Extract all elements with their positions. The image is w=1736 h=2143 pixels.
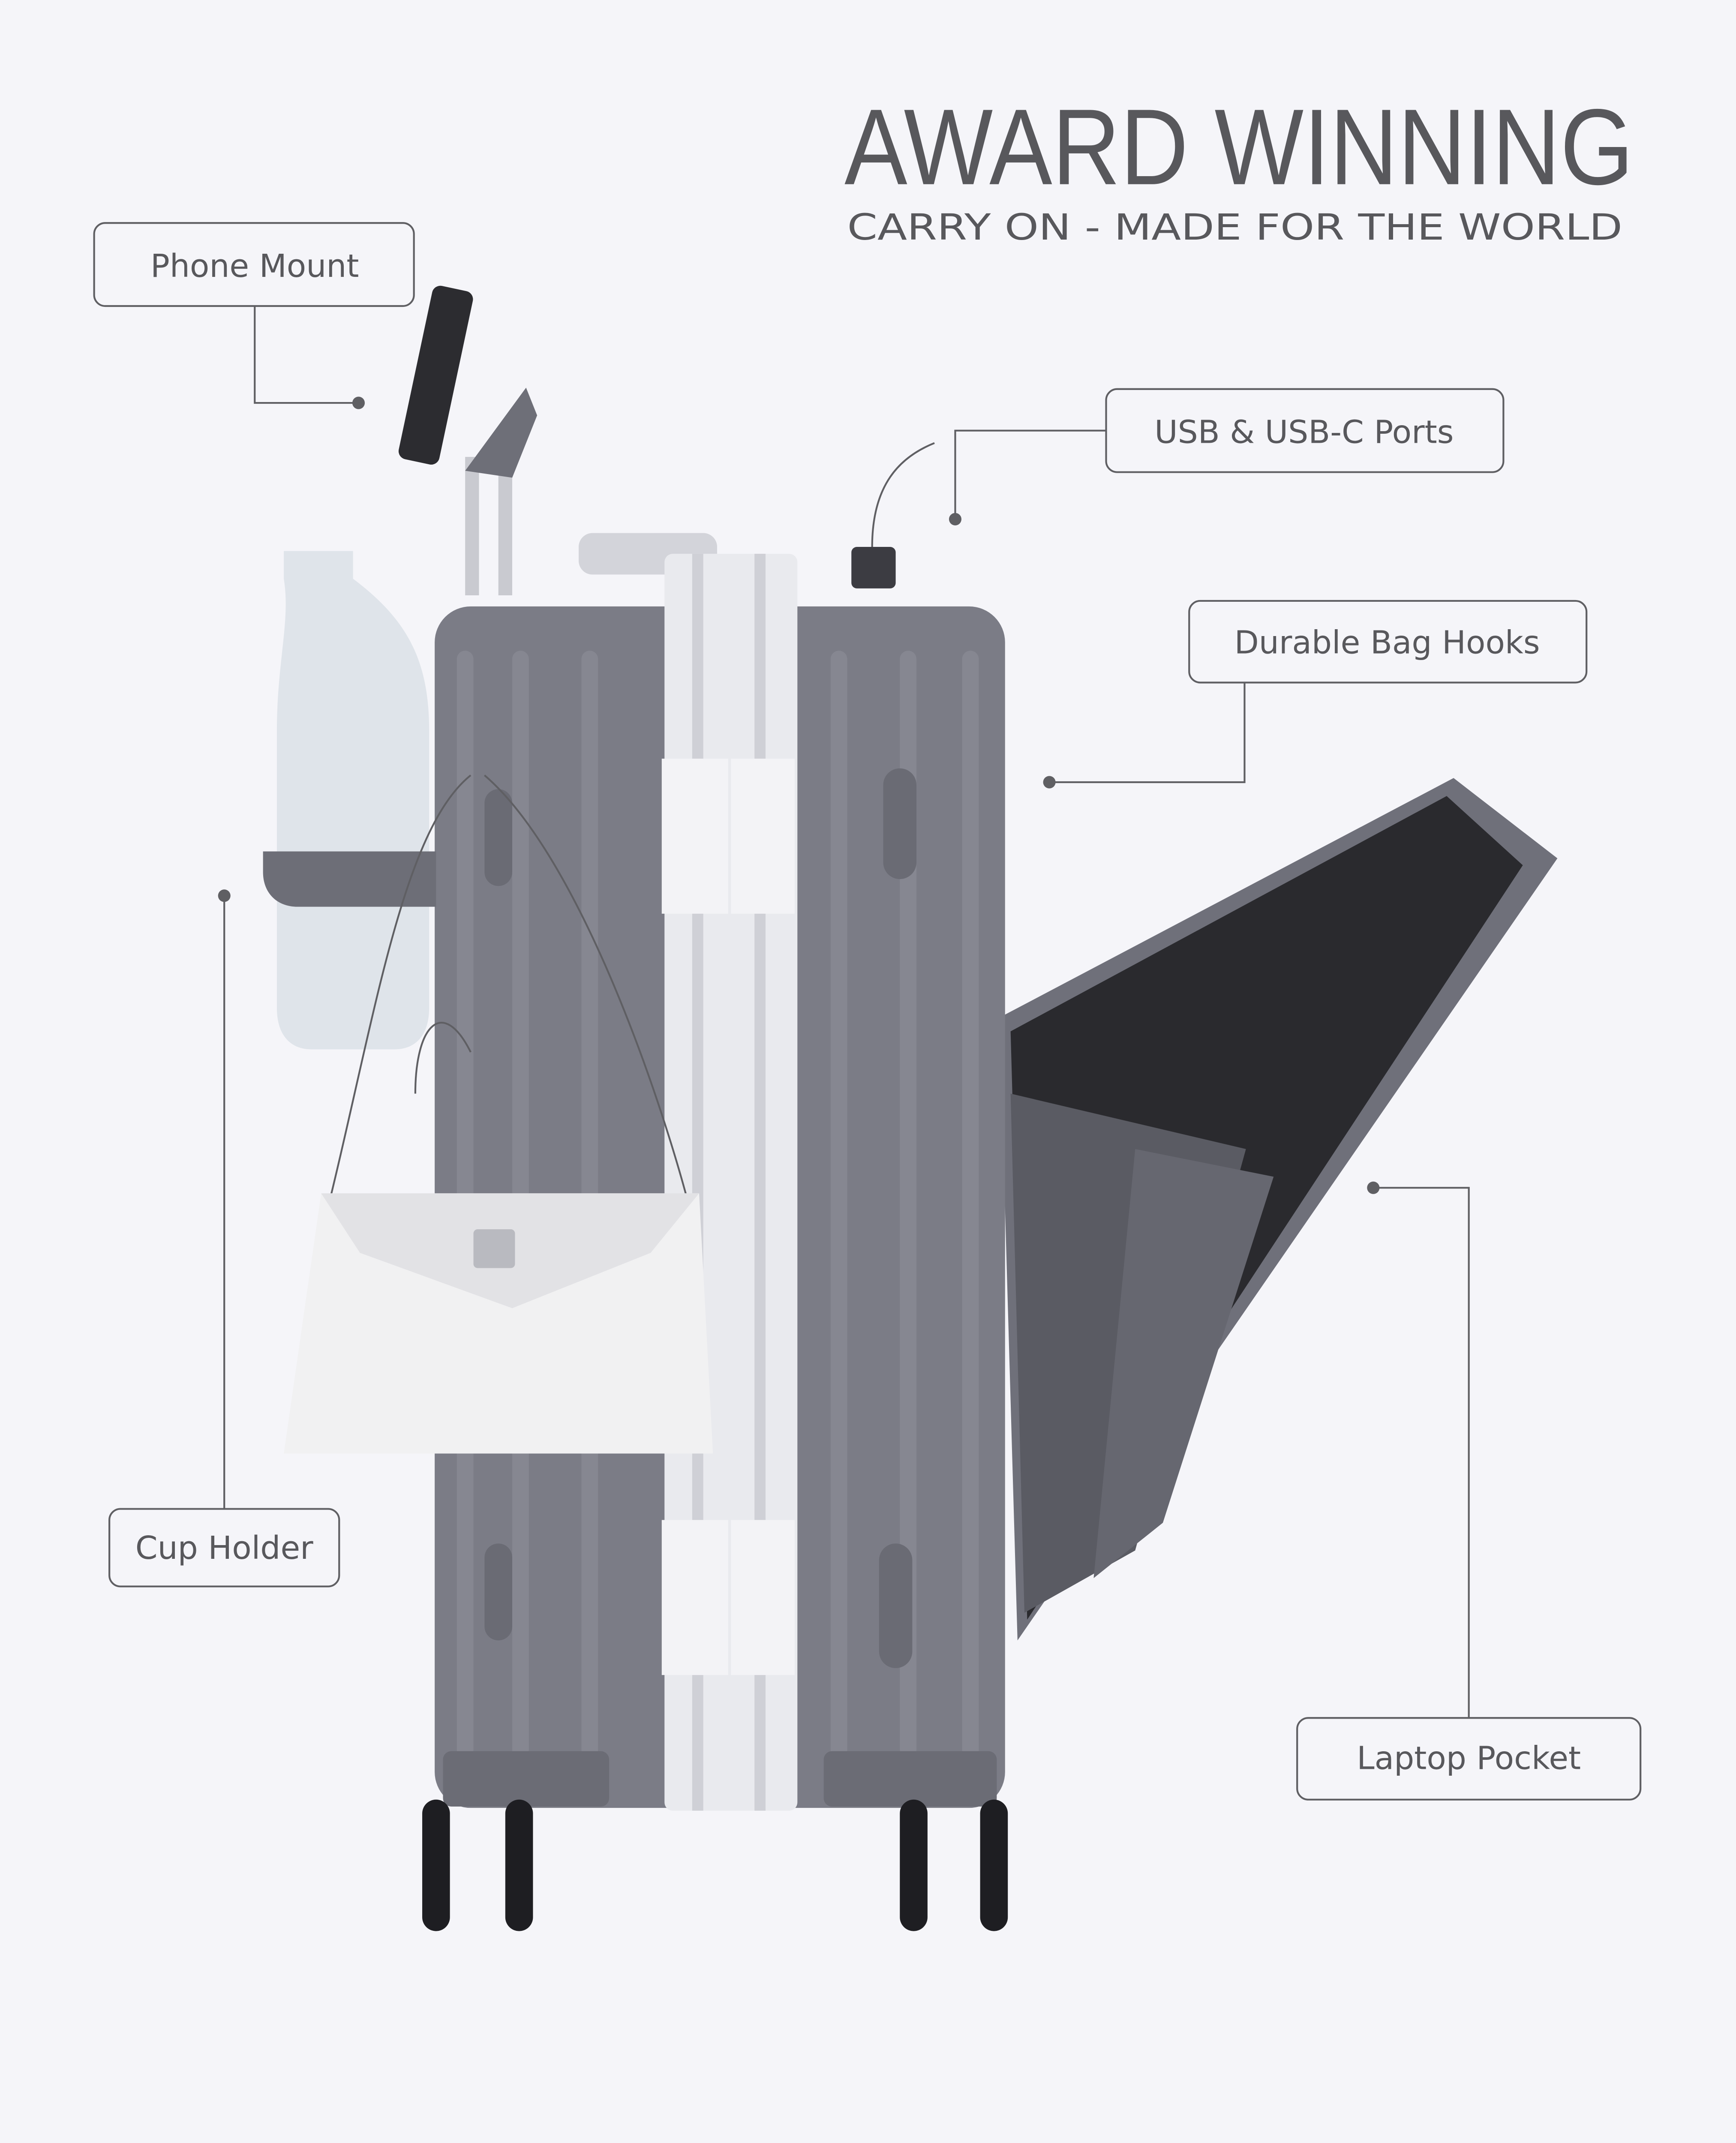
phone [398, 285, 473, 465]
wheel [900, 1799, 928, 1931]
label-box [1188, 600, 1588, 684]
page-subtitle: CARRY ON - MADE FOR THE WORLD [847, 206, 1623, 248]
anchor-dot [1367, 1181, 1380, 1194]
callout-label: USB & USB-C Ports [1154, 414, 1454, 451]
anchor-dot [949, 513, 962, 525]
callout-label: Phone Mount [150, 247, 359, 285]
usb-port [851, 546, 896, 588]
wheel [980, 1799, 1008, 1931]
callout-label: Cup Holder [135, 1529, 313, 1567]
callout-laptop-pocket: Laptop Pocket [1296, 1181, 1642, 1801]
callout-usb-ports: USB & USB-C Ports [949, 388, 1505, 525]
wheel [505, 1799, 533, 1931]
wheel [422, 1799, 450, 1931]
anchor-dot [352, 396, 365, 409]
callout-bag-hooks: Durable Bag Hooks [1043, 600, 1588, 789]
callout-label: Laptop Pocket [1357, 1740, 1581, 1777]
cup-holder [263, 851, 436, 907]
suitcase-illustration [263, 285, 1558, 1931]
callout-cup-holder: Cup Holder [108, 889, 340, 1588]
water-bottle [276, 551, 429, 1050]
anchor-dot [218, 889, 231, 902]
page-title: AWARD WINNING [844, 87, 1634, 207]
callout-label: Durable Bag Hooks [1234, 624, 1540, 661]
callout-phone-mount: Phone Mount [93, 222, 415, 409]
anchor-dot [1043, 776, 1056, 789]
